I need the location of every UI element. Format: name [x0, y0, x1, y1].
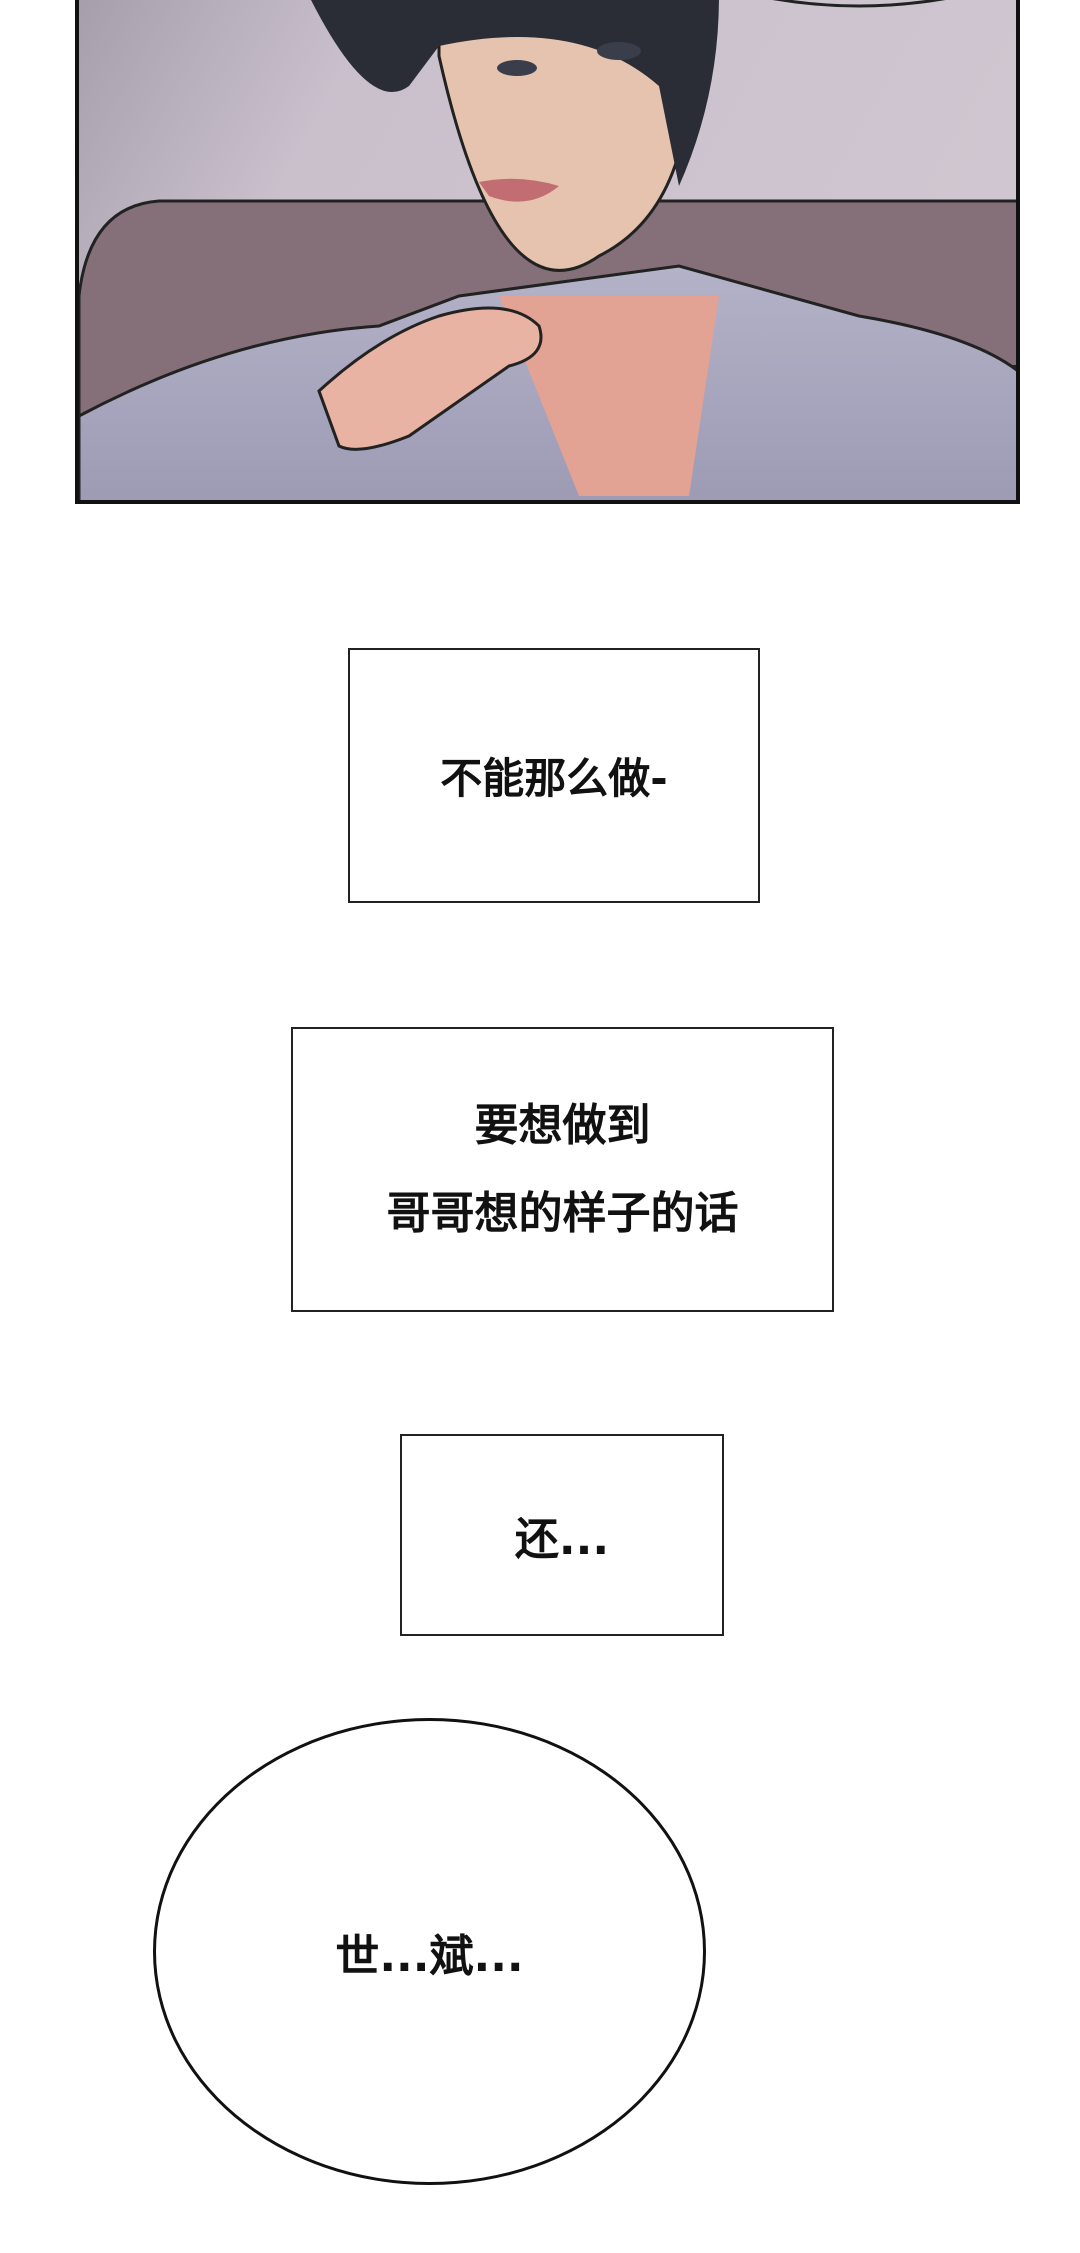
caption-box-2: 要想做到 哥哥想的样子的话: [291, 1027, 834, 1312]
speech-text: 世...斌...: [335, 1930, 524, 1982]
caption-box-3: 还...: [400, 1434, 724, 1636]
speech-bubble: 世...斌...: [153, 1718, 706, 2185]
caption-text: 哥哥想的样子的话: [386, 1187, 739, 1239]
caption-text: 不能那么做-: [440, 754, 668, 803]
caption-text: 要想做到: [474, 1099, 651, 1151]
caption-box-1: 不能那么做-: [348, 648, 760, 903]
comic-panel-illustration: [75, 0, 1020, 504]
caption-text: 还...: [514, 1514, 610, 1565]
